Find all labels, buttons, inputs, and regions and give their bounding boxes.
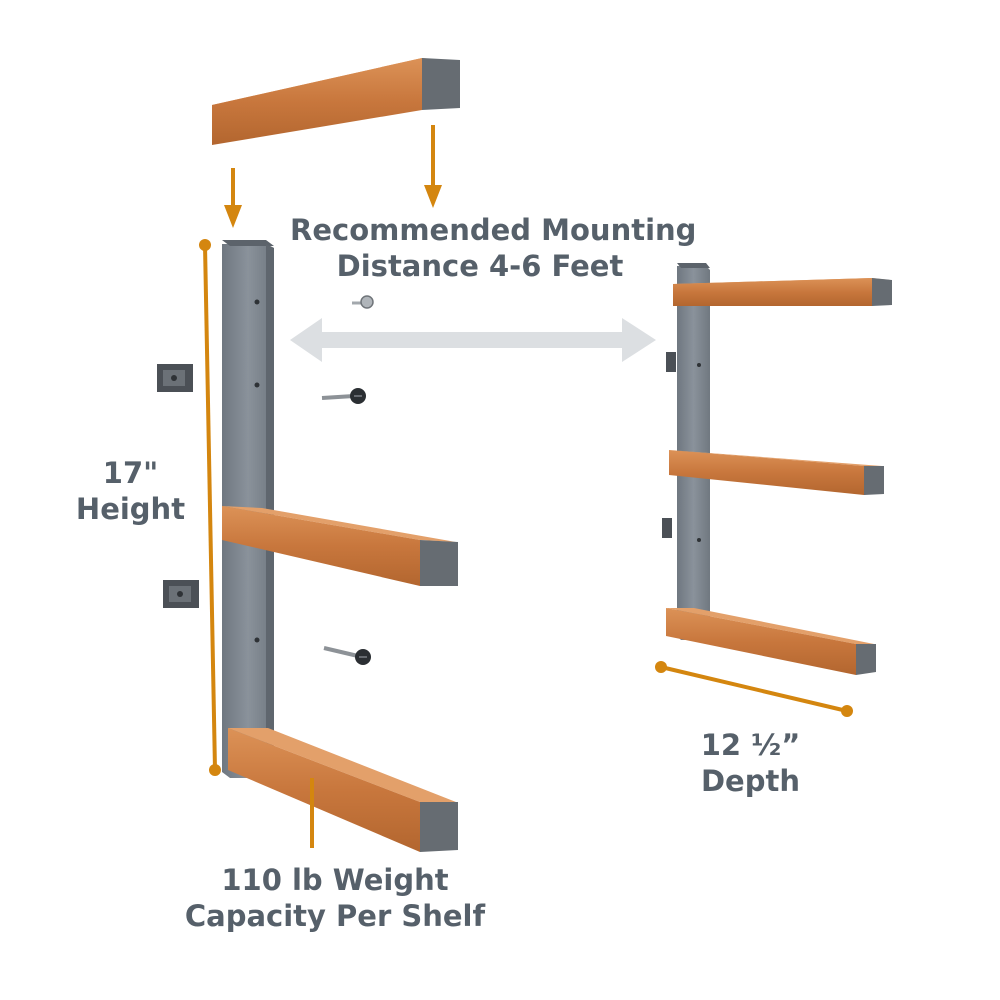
height-label: 17" Height (68, 455, 193, 527)
drop-arrow-right (424, 125, 442, 208)
wall-bracket-upper (157, 364, 193, 392)
lag-screw-lower (323, 646, 371, 665)
weight-line-2: Capacity Per Shelf (184, 899, 486, 933)
small-bolt (352, 295, 374, 309)
left-bottom-arm (228, 728, 458, 852)
mounting-line-2: Distance 4-6 Feet (336, 249, 624, 283)
weight-capacity-label: 110 lb Weight Capacity Per Shelf (170, 862, 500, 934)
wall-bracket-lower (163, 580, 199, 608)
arm-end-cap (864, 466, 884, 495)
top-beam (212, 58, 460, 145)
arm-end-cap (420, 540, 458, 586)
height-caption: Height (75, 492, 186, 526)
lag-screw-upper (321, 388, 366, 404)
weight-line-1: 110 lb Weight (221, 863, 449, 897)
depth-value: 12 ½” (700, 728, 801, 762)
mounting-line-1: Recommended Mounting (290, 213, 697, 247)
arm-end-cap (856, 644, 876, 675)
left-middle-arm (222, 506, 458, 586)
right-top-arm (673, 278, 892, 306)
drop-arrow-left (224, 168, 242, 228)
mounting-distance-label: Recommended Mounting Distance 4-6 Feet (290, 212, 697, 284)
height-dimension-line (199, 239, 221, 776)
distance-double-arrow (290, 318, 656, 362)
right-bottom-arm (666, 608, 876, 675)
right-middle-arm (669, 450, 884, 495)
arm-end-cap (420, 802, 458, 852)
height-value: 17" (102, 456, 159, 490)
beam-end-cap (422, 58, 460, 110)
depth-caption: Depth (700, 764, 800, 798)
depth-label: 12 ½” Depth (688, 727, 813, 799)
depth-dimension-line (655, 661, 853, 717)
arm-end-cap (872, 278, 892, 306)
